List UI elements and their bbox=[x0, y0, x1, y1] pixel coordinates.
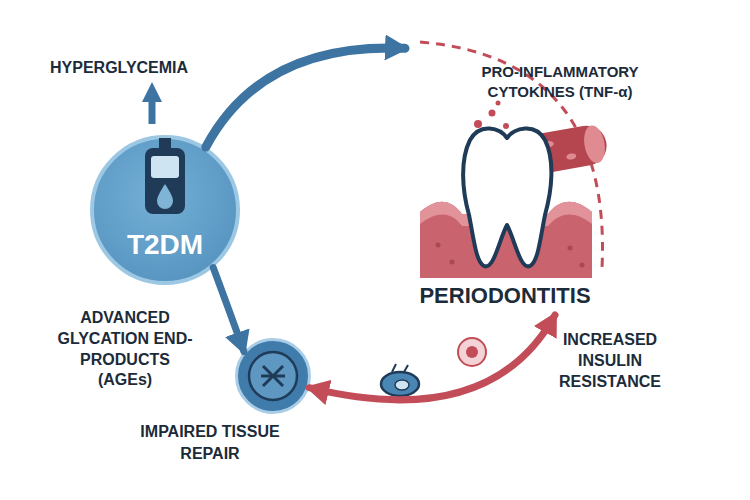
cytokine-dots bbox=[474, 101, 509, 130]
cell-outline bbox=[249, 352, 297, 400]
vessel-opening bbox=[581, 124, 607, 165]
tooth-shape bbox=[463, 128, 551, 266]
blue-cell bbox=[381, 372, 419, 396]
glucose-meter-icon bbox=[145, 138, 185, 214]
immune-cells bbox=[381, 338, 486, 396]
up-arrow bbox=[149, 92, 156, 124]
gum-dot bbox=[436, 243, 441, 248]
annotation-label: HYPERGLYCEMIA bbox=[50, 58, 230, 79]
meter-body bbox=[145, 148, 185, 214]
cell-nucleus bbox=[395, 380, 409, 390]
node-text: PERIODONTITIS bbox=[405, 283, 605, 309]
cross-mark bbox=[261, 375, 285, 378]
blood-vessel bbox=[512, 122, 610, 177]
disease-circle: T2DM bbox=[90, 135, 240, 285]
cytokine-dot bbox=[503, 123, 509, 129]
cell-nucleus bbox=[466, 346, 478, 358]
node-text: T2DM bbox=[94, 229, 236, 261]
cell-spikes bbox=[392, 364, 408, 372]
pink-cell bbox=[458, 338, 486, 366]
blood-cell bbox=[543, 140, 554, 148]
condition-area: PERIODONTITIS bbox=[405, 40, 605, 315]
node-text: IMPAIRED TISSUE REPAIR bbox=[135, 421, 285, 464]
cytokine-dot bbox=[474, 120, 482, 128]
cross-mark bbox=[263, 366, 283, 386]
gum-shape bbox=[420, 202, 592, 278]
curved-arrow bbox=[213, 268, 244, 352]
curved-arrow bbox=[309, 315, 555, 400]
cross-mark bbox=[263, 366, 283, 386]
cytokine-dot bbox=[489, 110, 496, 117]
gum-dot bbox=[580, 263, 585, 268]
gum-edge bbox=[420, 202, 592, 226]
gum-dot bbox=[450, 260, 455, 265]
annotation-label: PRO-INFLAMMATORY CYTOKINES (TNF-α) bbox=[462, 62, 658, 101]
annotation-label: ADVANCED GLYCATION END-PRODUCTS (AGEs) bbox=[55, 308, 195, 391]
blood-drop bbox=[157, 184, 173, 209]
cytokine-dot bbox=[496, 101, 501, 106]
annotation-label: INCREASED INSULIN RESISTANCE bbox=[545, 330, 675, 392]
meter-strip bbox=[159, 138, 171, 150]
repair-icon bbox=[249, 352, 297, 400]
curved-arrow bbox=[206, 48, 405, 147]
gum-tissue bbox=[420, 202, 592, 278]
meter-screen bbox=[151, 156, 179, 178]
blood-cell bbox=[566, 153, 577, 161]
gum-dot bbox=[568, 246, 573, 251]
vessel-tube bbox=[512, 122, 610, 177]
process-circle: IMPAIRED TISSUE REPAIR bbox=[235, 338, 311, 414]
